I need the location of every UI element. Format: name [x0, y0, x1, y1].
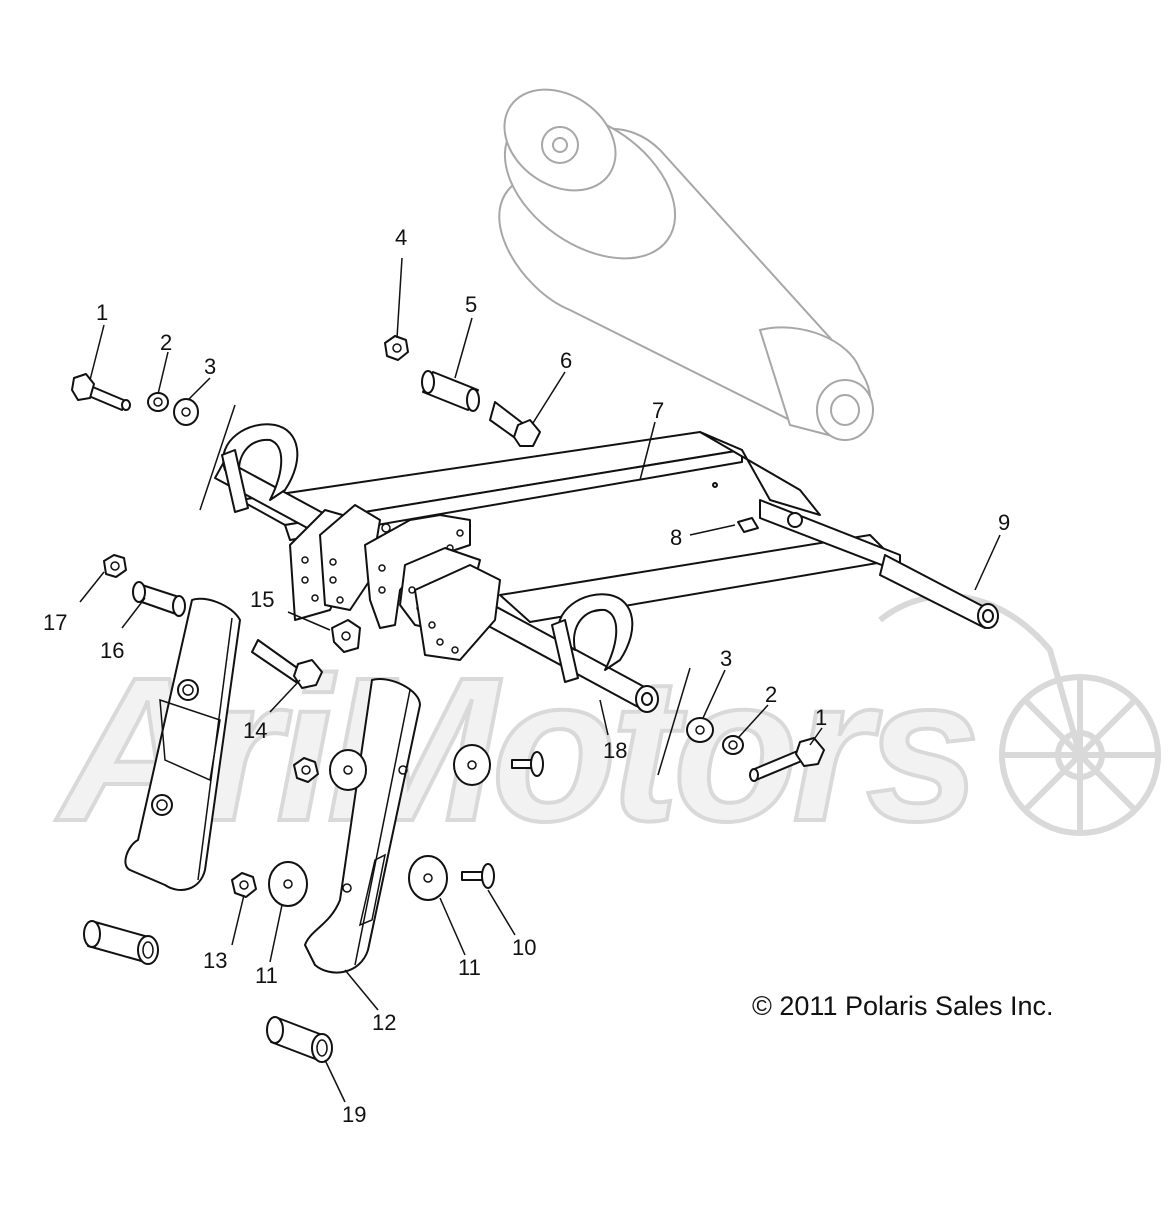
hardware-left: [103, 554, 186, 617]
callout-11-left: 11: [255, 963, 278, 988]
shock-absorber: [498, 88, 874, 441]
bushing-left: [83, 920, 159, 965]
callout-10: 10: [512, 935, 536, 960]
rear-axle-tube: [879, 554, 999, 629]
hardware-top-left: [71, 373, 236, 511]
callout-1-top: 1: [96, 300, 108, 325]
callout-12: 12: [372, 1010, 396, 1035]
hardware-right: [657, 667, 825, 782]
callout-3-top: 3: [204, 354, 216, 379]
grease-fitting-8: [737, 517, 759, 533]
callout-15: 15: [250, 587, 274, 612]
callout-14: 14: [243, 718, 267, 743]
grease-fitting-15: [331, 619, 361, 653]
pull-handle-left: [221, 423, 299, 513]
callout-8: 8: [670, 525, 682, 550]
callout-19: 19: [342, 1102, 366, 1127]
callout-labels: 1 2 3 4 5 6 7 8 9 17 16 15 14 18 3 2 1 1…: [43, 225, 1010, 1127]
copyright-notice: © 2011 Polaris Sales Inc.: [752, 991, 1054, 1021]
watermark-motorcycle-icon: [878, 593, 1161, 836]
link-arm-center: [304, 678, 421, 974]
callout-13: 13: [203, 948, 227, 973]
callout-2-right: 2: [765, 682, 777, 707]
callout-2-top: 2: [160, 330, 172, 355]
callout-17: 17: [43, 610, 67, 635]
hardware-top-center: [384, 335, 541, 447]
callout-6: 6: [560, 348, 572, 373]
callout-11-right: 11: [458, 955, 481, 980]
callout-16: 16: [100, 638, 124, 663]
bushing-bottom: [266, 1016, 333, 1063]
swing-arm: [239, 431, 901, 623]
callout-3-right: 3: [720, 646, 732, 671]
callout-1-right: 1: [815, 705, 827, 730]
bolt-14: [251, 639, 323, 689]
callout-5: 5: [465, 292, 477, 317]
callout-18: 18: [603, 738, 627, 763]
pull-handle-right: [551, 593, 634, 683]
callout-7: 7: [652, 398, 664, 423]
callout-9: 9: [998, 510, 1010, 535]
link-arm-left: [124, 597, 241, 891]
hardware-row-lower: [231, 855, 495, 907]
hardware-row-upper: [293, 744, 544, 791]
leader-lines: [79, 257, 1001, 1103]
mount-brackets: [289, 504, 501, 661]
callout-4: 4: [395, 225, 407, 250]
